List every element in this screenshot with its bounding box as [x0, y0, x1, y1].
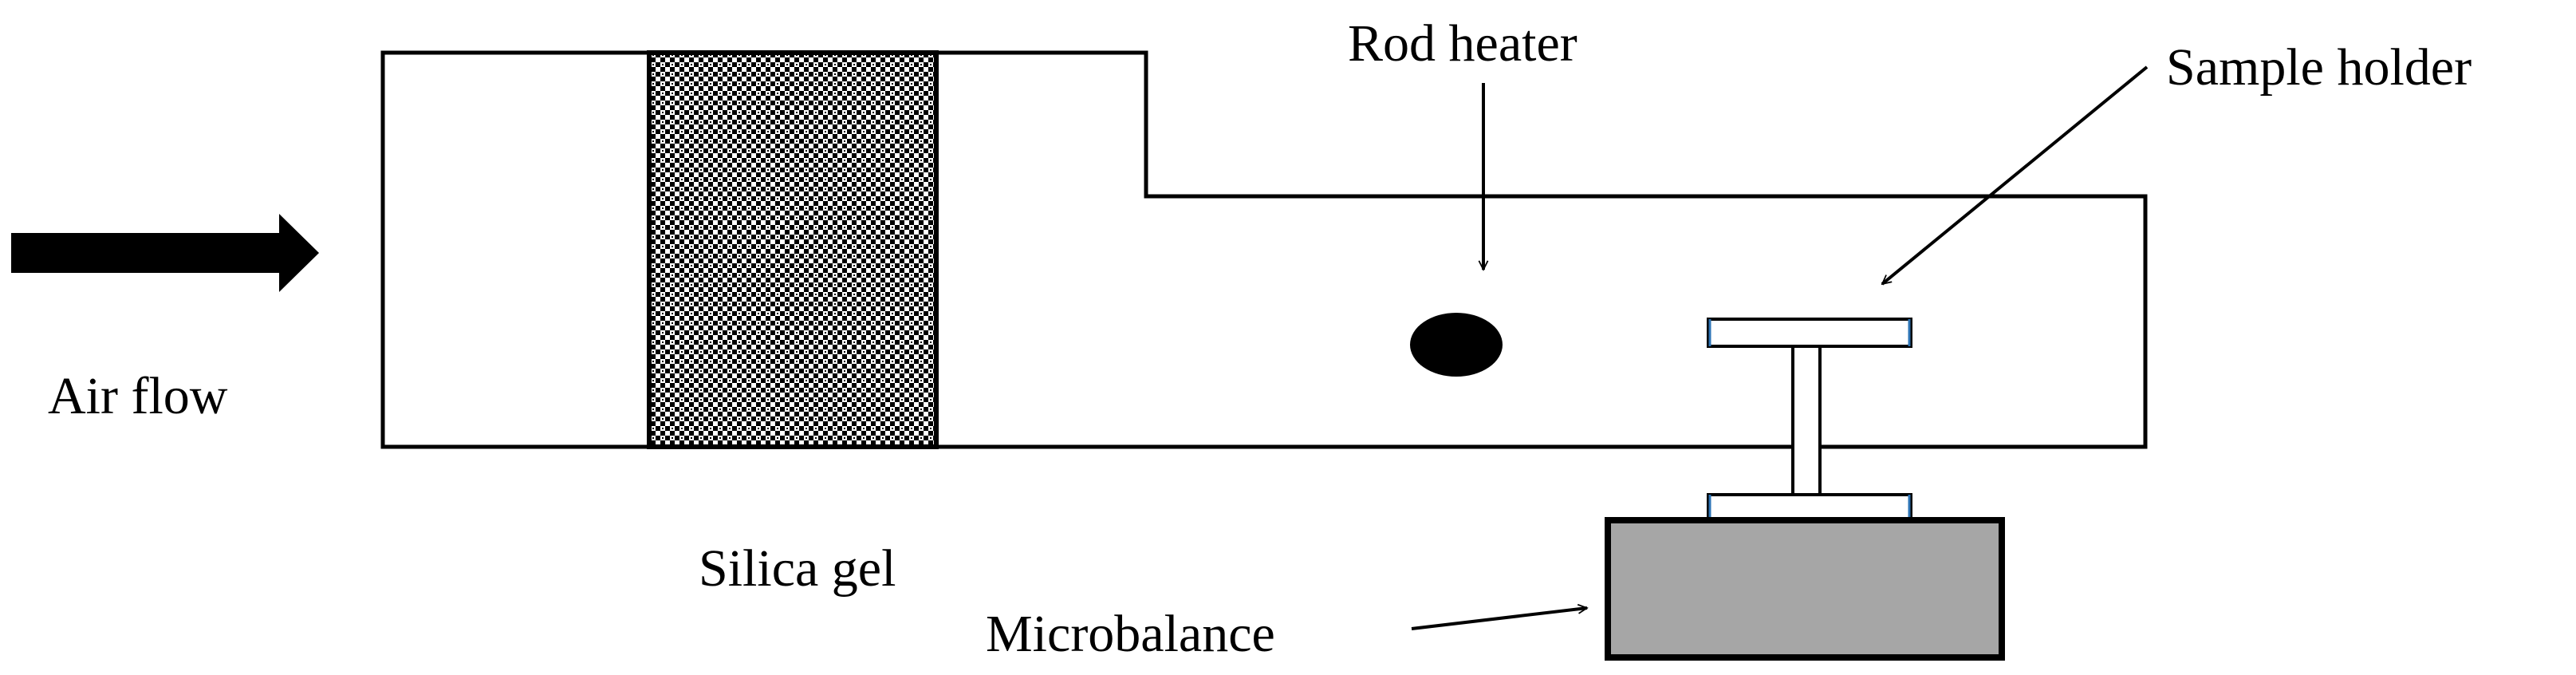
- air-flow-arrow: [11, 214, 319, 292]
- silica-gel-label: Silica gel: [699, 539, 896, 598]
- microbalance: [1605, 517, 2005, 661]
- air-flow-label: Air flow: [48, 367, 228, 425]
- sample-holder-pointer: [1882, 65, 2149, 286]
- air-duct: [380, 50, 2148, 449]
- microbalance-label: Microbalance: [986, 605, 1275, 663]
- sample-holder: [1707, 318, 1912, 520]
- rod-heater-label: Rod heater: [1348, 14, 1578, 73]
- silica-gel-block: [647, 50, 939, 449]
- rod-heater: [1410, 313, 1503, 377]
- sample-holder-label: Sample holder: [2166, 38, 2472, 97]
- microbalance-pointer: [1411, 608, 1587, 630]
